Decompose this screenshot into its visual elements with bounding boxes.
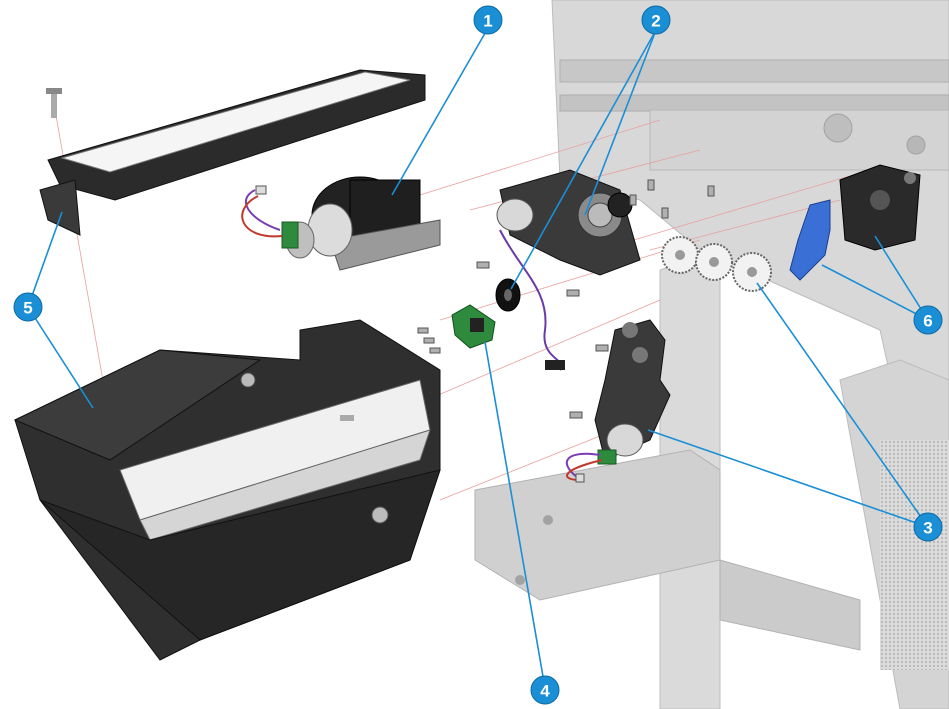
part-lower-motor — [565, 319, 671, 483]
callout-6: 6 — [913, 305, 943, 335]
part-cover-bar — [39, 69, 426, 236]
callout-3: 3 — [913, 512, 943, 542]
callout-circle — [13, 292, 43, 322]
part-encoder-disk — [495, 278, 521, 312]
part-gears — [661, 236, 772, 292]
callout-2: 2 — [641, 5, 671, 35]
callout-5: 5 — [13, 292, 43, 322]
callout-number: 4 — [540, 682, 550, 701]
callout-number: 1 — [483, 12, 492, 31]
part-sensor-board — [451, 304, 496, 349]
callout-number: 2 — [651, 12, 660, 31]
part-motor — [241, 176, 441, 271]
callout-number: 3 — [923, 519, 932, 538]
callout-badges: 1 2 3 4 5 6 — [13, 5, 943, 705]
callout-circle — [913, 305, 943, 335]
callout-circle — [641, 5, 671, 35]
part-tray-box — [13, 319, 441, 661]
callout-circle — [530, 675, 560, 705]
callout-circle — [913, 512, 943, 542]
screws — [417, 179, 715, 419]
part-lever-bracket — [789, 164, 921, 281]
part-gear-assembly — [496, 169, 641, 371]
callout-leader-lines — [27, 27, 929, 689]
callout-circle — [473, 5, 503, 35]
callout-1: 1 — [473, 5, 503, 35]
callout-number: 5 — [23, 299, 32, 318]
callout-4: 4 — [530, 675, 560, 705]
callout-number: 6 — [923, 312, 932, 331]
printer-frame-background — [474, 0, 949, 709]
